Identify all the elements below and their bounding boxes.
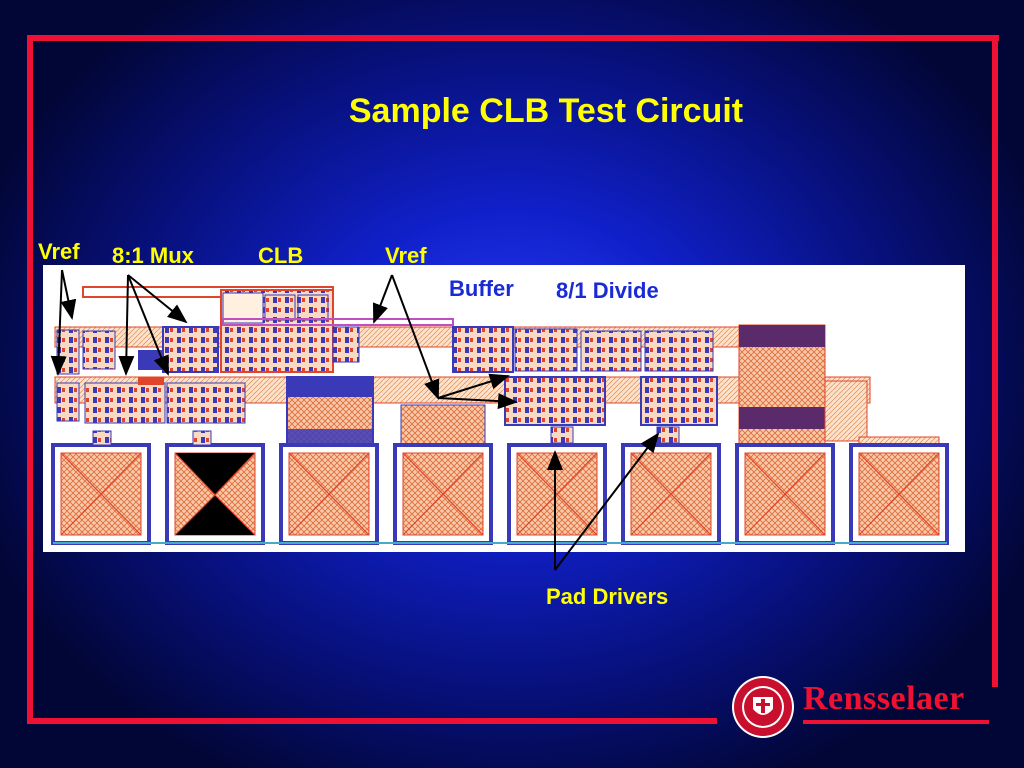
slide-frame-top: [27, 35, 999, 41]
label-vref-right: Vref: [385, 243, 427, 268]
rensselaer-logo-text: Rensselaer: [803, 680, 965, 717]
label-pad-drivers: Pad Drivers: [546, 584, 669, 609]
chip-layout: [43, 265, 965, 552]
slide-frame-left: [27, 35, 33, 724]
slide-frame-bottom: [27, 718, 717, 724]
label-mux: 8:1 Mux: [112, 243, 194, 268]
university-seal: [732, 676, 794, 738]
label-buffer: Buffer: [449, 276, 514, 301]
logo-underline: [803, 720, 989, 724]
label-clb: CLB: [258, 243, 304, 268]
label-vref-left: Vref: [38, 239, 80, 264]
slide-title: Sample CLB Test Circuit: [348, 92, 744, 130]
slide-frame-right: [992, 35, 998, 687]
label-divide: 8/1 Divide: [556, 278, 659, 303]
